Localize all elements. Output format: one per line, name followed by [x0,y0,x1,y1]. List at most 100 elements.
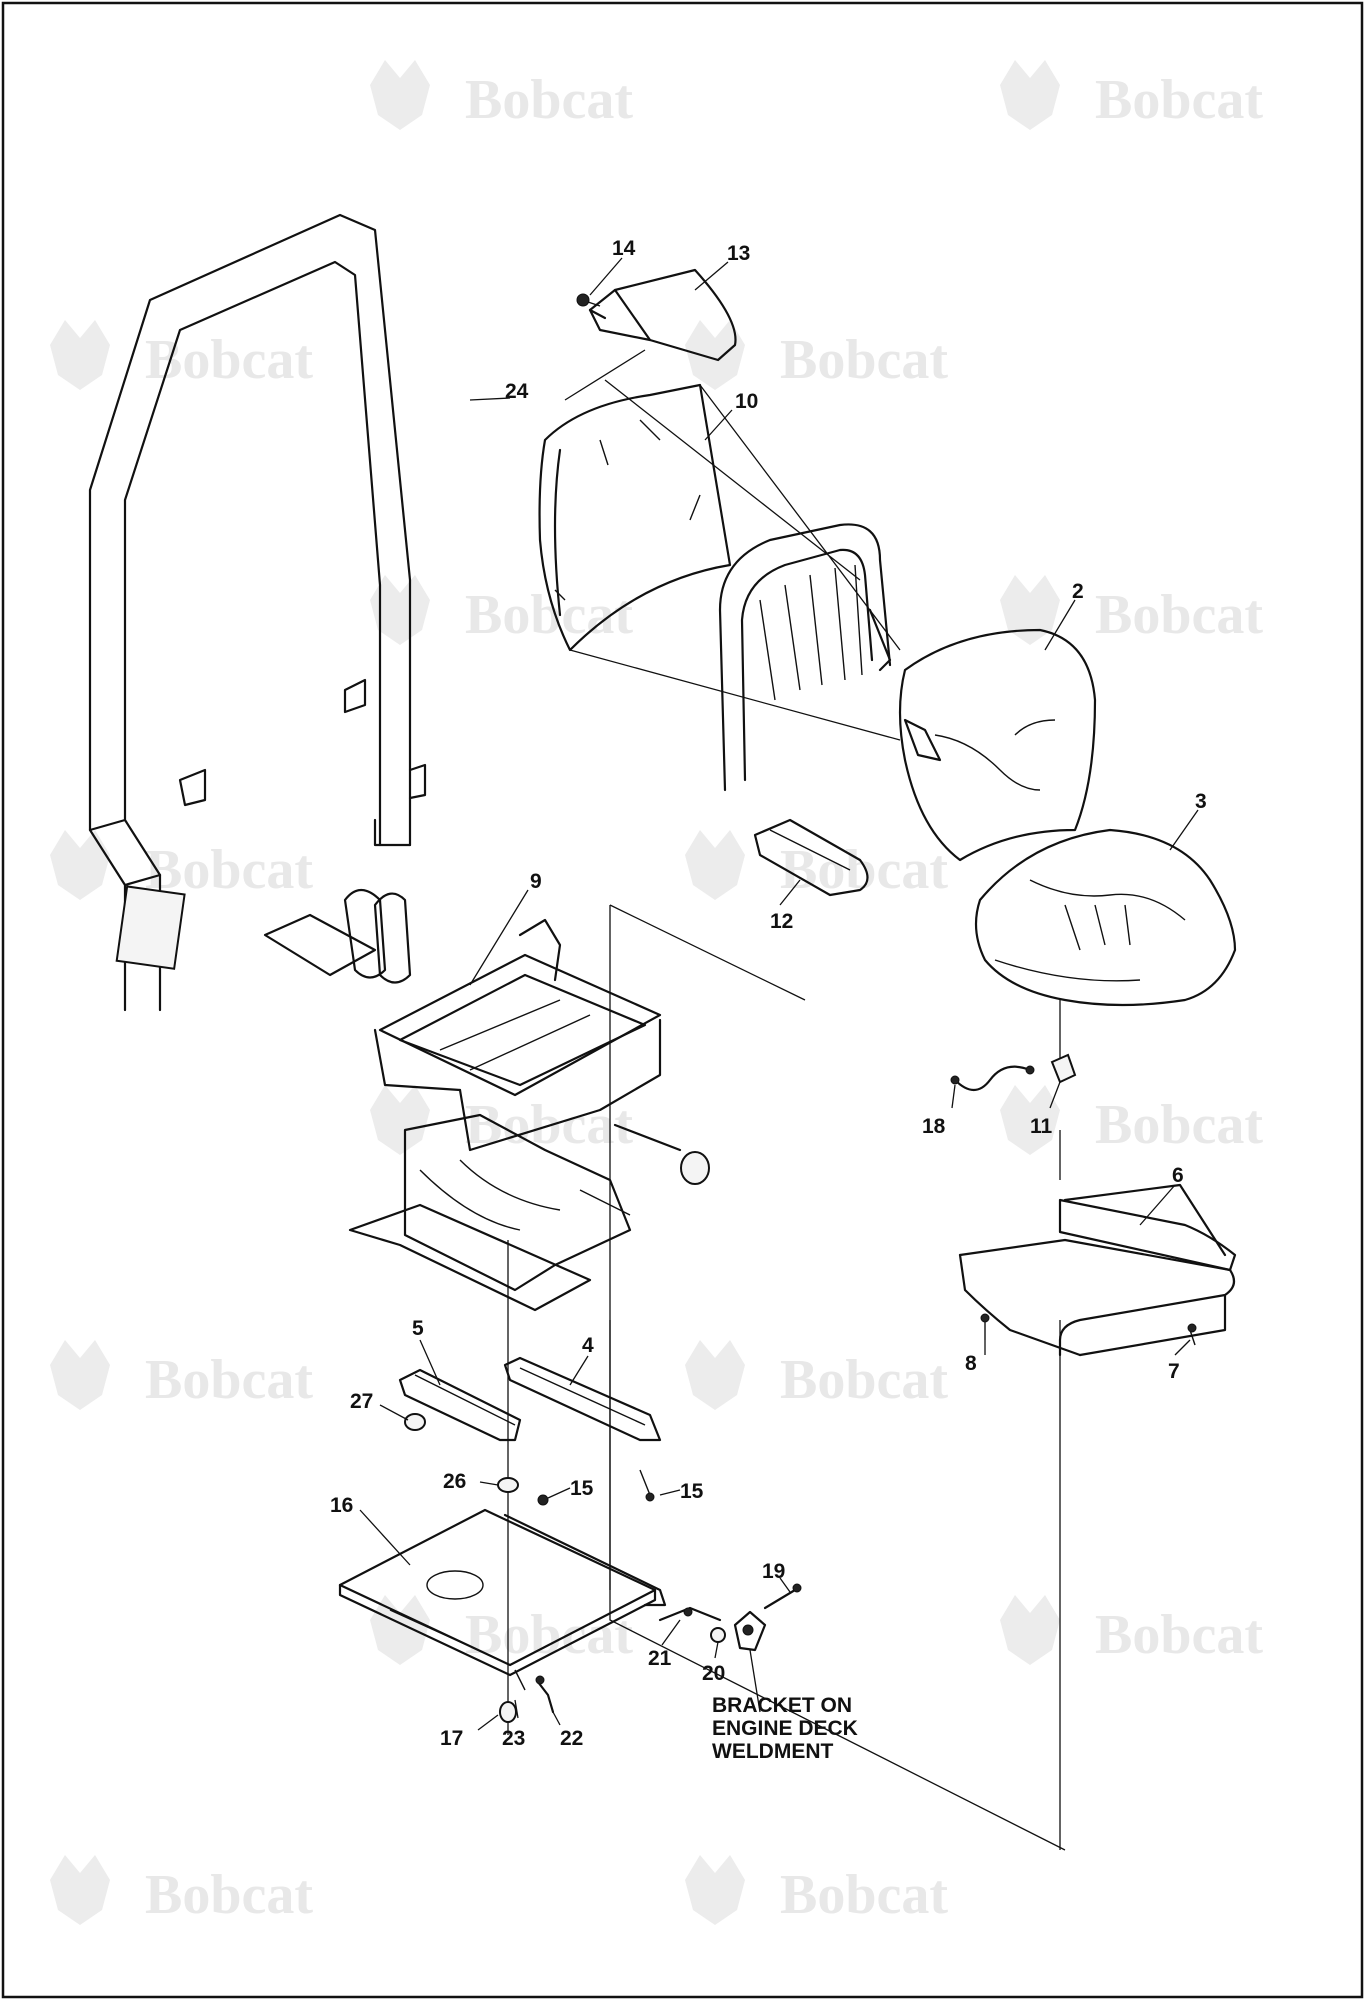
watermark-text: Bobcat [465,69,633,131]
callout-21: 21 [648,1647,672,1670]
callout-2: 2 [1072,580,1084,603]
watermark-text: Bobcat [145,329,313,391]
callout-7: 7 [1168,1360,1180,1383]
callout-15: 15 [570,1477,594,1500]
callout-8: 8 [965,1352,977,1375]
bobcat-logo-icon [685,1340,745,1410]
callout-24: 24 [505,380,529,403]
watermark: Bobcat [370,60,633,131]
watermark-layer: Bobcat Bobcat Bobcat Bobcat Bobcat Bobca… [50,60,1263,1926]
bobcat-logo-icon [685,320,745,390]
callout-27: 27 [350,1390,373,1413]
bobcat-logo-icon [370,1085,430,1155]
callout-18: 18 [922,1115,946,1138]
part-26-washer [497,1477,519,1493]
bobcat-logo-icon [1000,60,1060,130]
part-5-slide-rail [398,1368,522,1442]
part-13-armrest [588,268,737,362]
part-20-nut [710,1627,726,1643]
watermark: Bobcat [50,320,313,391]
watermark-text: Bobcat [145,1349,313,1411]
part-lower-base [348,1113,632,1312]
watermark: Bobcat [1000,575,1263,646]
callout-5: 5 [412,1317,424,1340]
callout-19: 19 [762,1560,785,1583]
part-16-base-plate [338,1508,667,1677]
callout-6: 6 [1172,1164,1184,1187]
watermark: Bobcat [1000,1595,1263,1666]
part-17-nut [499,1701,517,1723]
part-7-screw [1187,1323,1197,1346]
bracket-note: BRACKET ON ENGINE DECK WELDMENT [712,1694,858,1763]
part-15-bolt [639,1469,655,1502]
part-engine-deck-bracket [733,1610,767,1713]
callout-23: 23 [502,1727,525,1750]
part-9-suspension-frame [263,888,710,1185]
part-12-armrest [753,818,869,897]
callout-26: 26 [443,1470,466,1493]
bobcat-logo-icon [50,830,110,900]
part-2-back-cushion [898,628,1097,862]
note-line-3: WELDMENT [712,1740,833,1763]
bobcat-logo-icon [50,320,110,390]
watermark-text: Bobcat [145,839,313,901]
part-19-bolt [763,1583,802,1610]
bobcat-logo-icon [1000,575,1060,645]
watermark-text: Bobcat [1095,1604,1263,1666]
assembly-lines [507,349,1066,1851]
bobcat-logo-icon [370,60,430,130]
callout-9: 9 [530,870,542,893]
callout-22: 22 [560,1727,583,1750]
part-18-wire-harness [950,1065,1035,1092]
callout-14: 14 [612,237,636,260]
watermark: Bobcat [685,1340,948,1411]
part-8-screw [980,1313,990,1340]
bobcat-logo-icon [685,1855,745,1925]
bobcat-logo-icon [50,1855,110,1925]
bobcat-logo-icon [1000,1085,1060,1155]
watermark: Bobcat [50,830,313,901]
callout-13: 13 [727,242,750,265]
watermark: Bobcat [685,830,948,901]
watermark-text: Bobcat [1095,69,1263,131]
part-back-frame [718,523,892,792]
callout-4: 4 [582,1334,594,1357]
part-3-seat-cushion [974,828,1237,1007]
bobcat-logo-icon [50,1340,110,1410]
part-27-nut [404,1413,426,1431]
part-11-switch [1050,1053,1077,1084]
note-line-1: BRACKET ON [712,1694,852,1717]
callout-12: 12 [770,910,793,933]
note-line-2: ENGINE DECK [712,1717,858,1740]
part-14-screw [576,293,601,307]
watermark: Bobcat [1000,1085,1263,1156]
callout-leaders [359,257,1199,1731]
watermark-text: Bobcat [145,1864,313,1926]
callout-3: 3 [1195,790,1207,813]
watermark-text: Bobcat [780,329,948,391]
callout-15: 15 [680,1480,704,1503]
callout-20: 20 [702,1662,725,1685]
watermark: Bobcat [50,1855,313,1926]
watermark: Bobcat [685,1855,948,1926]
bobcat-logo-icon [370,1595,430,1665]
bobcat-logo-icon [685,830,745,900]
part-23-washer [514,1669,526,1691]
watermark: Bobcat [1000,60,1263,131]
watermark-text: Bobcat [780,1864,948,1926]
watermark: Bobcat [50,1340,313,1411]
part-15-bolt [537,1494,549,1506]
watermark-text: Bobcat [1095,1094,1263,1156]
part-24-rops-frame [88,213,427,1012]
callout-11: 11 [1030,1115,1053,1138]
callout-17: 17 [440,1727,463,1750]
callout-labels: 14 13 24 10 2 3 12 9 18 11 6 8 7 5 4 27 … [330,237,1207,1750]
part-22-bolt [535,1675,555,1714]
bobcat-logo-icon [1000,1595,1060,1665]
watermark: Bobcat [370,1085,633,1156]
watermark: Bobcat [685,320,948,391]
bobcat-logo-icon [370,575,430,645]
watermark-text: Bobcat [780,1349,948,1411]
